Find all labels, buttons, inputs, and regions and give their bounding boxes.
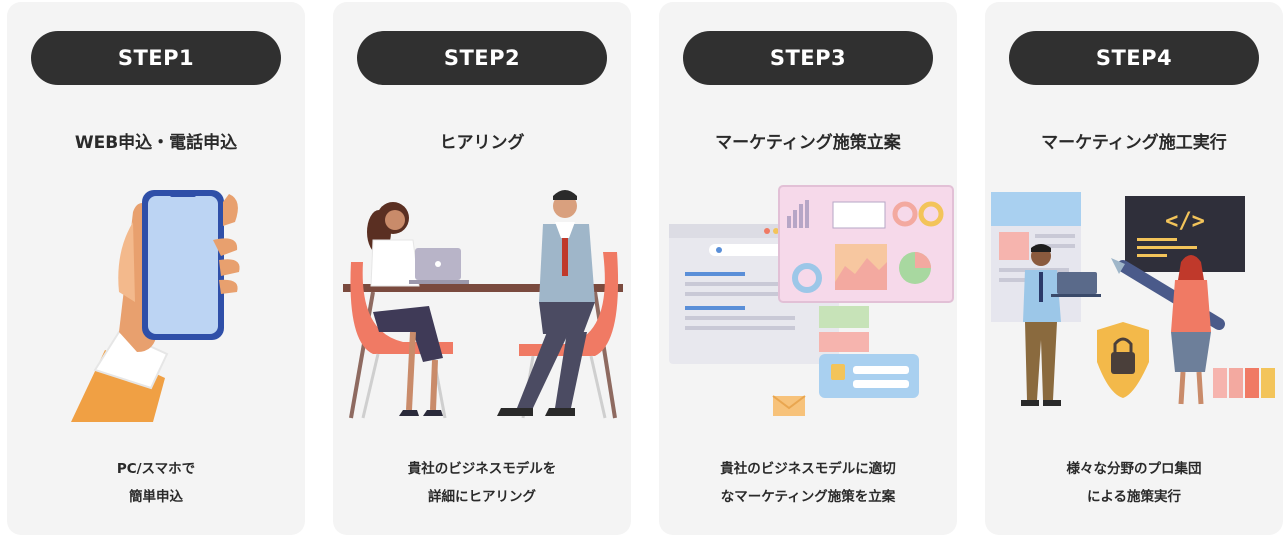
analytics-dashboard-icon (669, 185, 954, 416)
step-description: 貴社のビジネスモデルを 詳細にヒアリング (407, 461, 557, 505)
step-badge: STEP2 (357, 31, 607, 85)
step-description: 貴社のビジネスモデルに適切 なマーケティング施策を立案 (720, 461, 896, 505)
step-badge: STEP4 (1009, 31, 1259, 85)
team-execution-icon: </> (991, 192, 1275, 406)
step-badge: STEP1 (31, 31, 281, 85)
step-badge: STEP3 (683, 31, 933, 85)
step-card-1: STEP1 WEB申込・電話申込 PC/スマホで 簡単申込 (7, 2, 305, 535)
step-title: WEB申込・電話申込 (74, 133, 238, 153)
phone-in-hand-icon (71, 190, 240, 422)
step-card-3: STEP3 マーケティング施策立案 (659, 2, 957, 535)
step-card-4: STEP4 マーケティング施工実行 </> (985, 2, 1283, 535)
meeting-icon (343, 190, 623, 419)
step-title: マーケティング施工実行 (1041, 133, 1227, 153)
step-description: 様々な分野のプロ集団 による施策実行 (1066, 461, 1202, 505)
step-title: ヒアリング (439, 133, 525, 153)
step-title: マーケティング施策立案 (715, 133, 901, 153)
step-card-2: STEP2 ヒアリング (333, 2, 631, 535)
svg-text:</>: </> (1165, 209, 1205, 234)
step-description: PC/スマホで 簡単申込 (116, 461, 196, 505)
